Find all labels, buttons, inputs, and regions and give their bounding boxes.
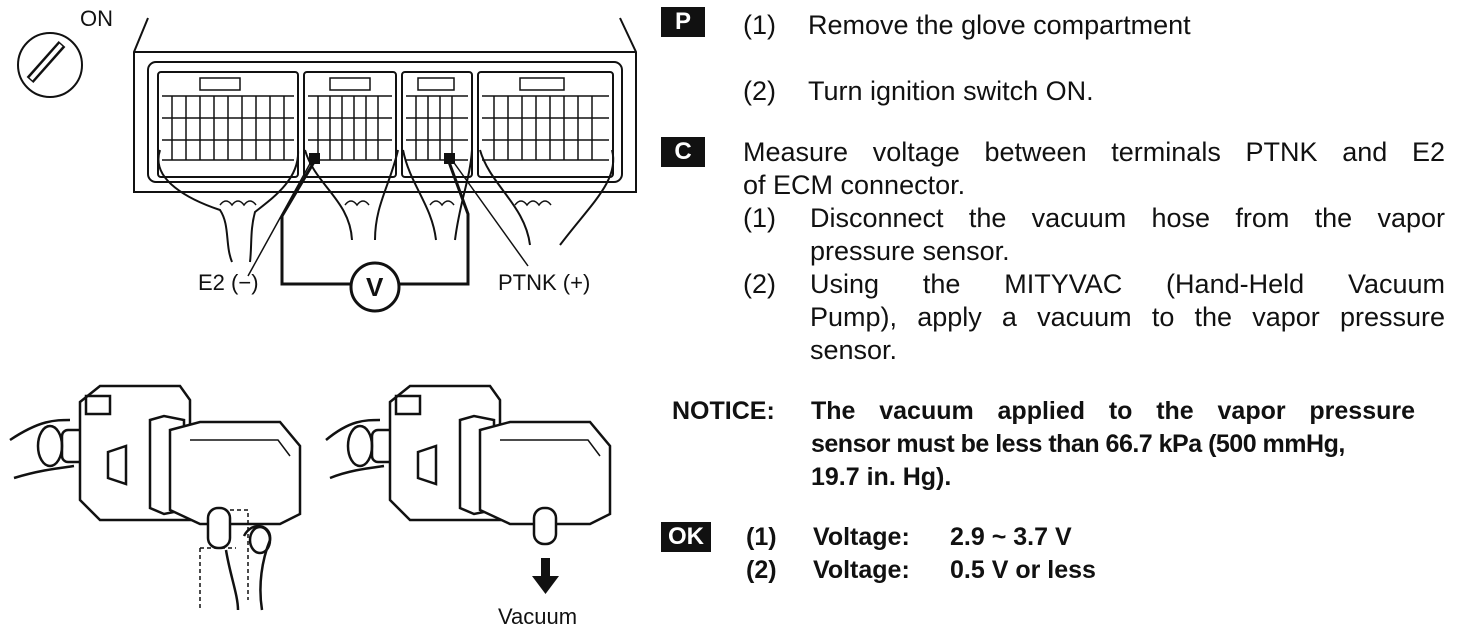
ok-result1-value: 2.9 ~ 3.7 V: [950, 523, 1072, 551]
ecm-housing: [133, 17, 637, 193]
ok-result2-value: 0.5 V or less: [950, 556, 1096, 584]
notice-line2: sensor must be less than 66.7 kPa (500 m…: [811, 430, 1345, 458]
step-badge-c: C: [661, 137, 705, 167]
notice-label: NOTICE:: [672, 397, 775, 425]
ecm-connector-illustration: [9, 17, 637, 611]
step-p2-number: (2): [743, 76, 776, 106]
step-c2-text-line3: sensor.: [810, 335, 898, 365]
ignition-switch-icon: [17, 32, 83, 98]
ok-result1-number: (1): [746, 523, 777, 551]
ok-result2-number: (2): [746, 556, 777, 584]
step-c1-text-line2: pressure sensor.: [810, 236, 1010, 266]
ok-result2-label: Voltage:: [813, 556, 910, 584]
ptnk-terminal-label: PTNK (+): [498, 270, 591, 295]
step-c2-text-line1: Using the MITYVAC (Hand-Held Vacuum: [810, 269, 1445, 299]
voltmeter-symbol: V: [366, 272, 384, 302]
vapor-pressure-sensor-vacuum: [325, 384, 612, 546]
step-p2-text: Turn ignition switch ON.: [808, 76, 1094, 106]
notice-line3: 19.7 in. Hg).: [811, 463, 952, 491]
notice-line1: The vacuum applied to the vapor pressure: [811, 397, 1415, 425]
connector-blocks: [157, 71, 614, 178]
step-p1-number: (1): [743, 10, 776, 40]
step-c2-text-line2: Pump), apply a vacuum to the vapor press…: [810, 302, 1445, 332]
step-c2-number: (2): [743, 269, 776, 299]
ignition-on-label: ON: [80, 6, 113, 31]
step-c-text-line2: of ECM connector.: [743, 170, 966, 200]
step-c-text-line1: Measure voltage between terminals PTNK a…: [743, 137, 1445, 167]
wire-harness: [157, 149, 615, 263]
step-c1-text-line1: Disconnect the vacuum hose from the vapo…: [810, 203, 1445, 233]
ok-badge: OK: [661, 522, 711, 552]
vacuum-label: Vacuum: [498, 604, 578, 629]
step-badge-p: P: [661, 7, 705, 37]
vapor-pressure-sensor-with-hose: [9, 384, 302, 611]
vacuum-arrow-icon: [532, 558, 559, 594]
voltmeter-leads: [280, 161, 470, 313]
e2-terminal-label: E2 (−): [198, 270, 259, 295]
step-c1-number: (1): [743, 203, 776, 233]
step-p1-text: Remove the glove compartment: [808, 10, 1191, 40]
ok-result1-label: Voltage:: [813, 523, 910, 551]
